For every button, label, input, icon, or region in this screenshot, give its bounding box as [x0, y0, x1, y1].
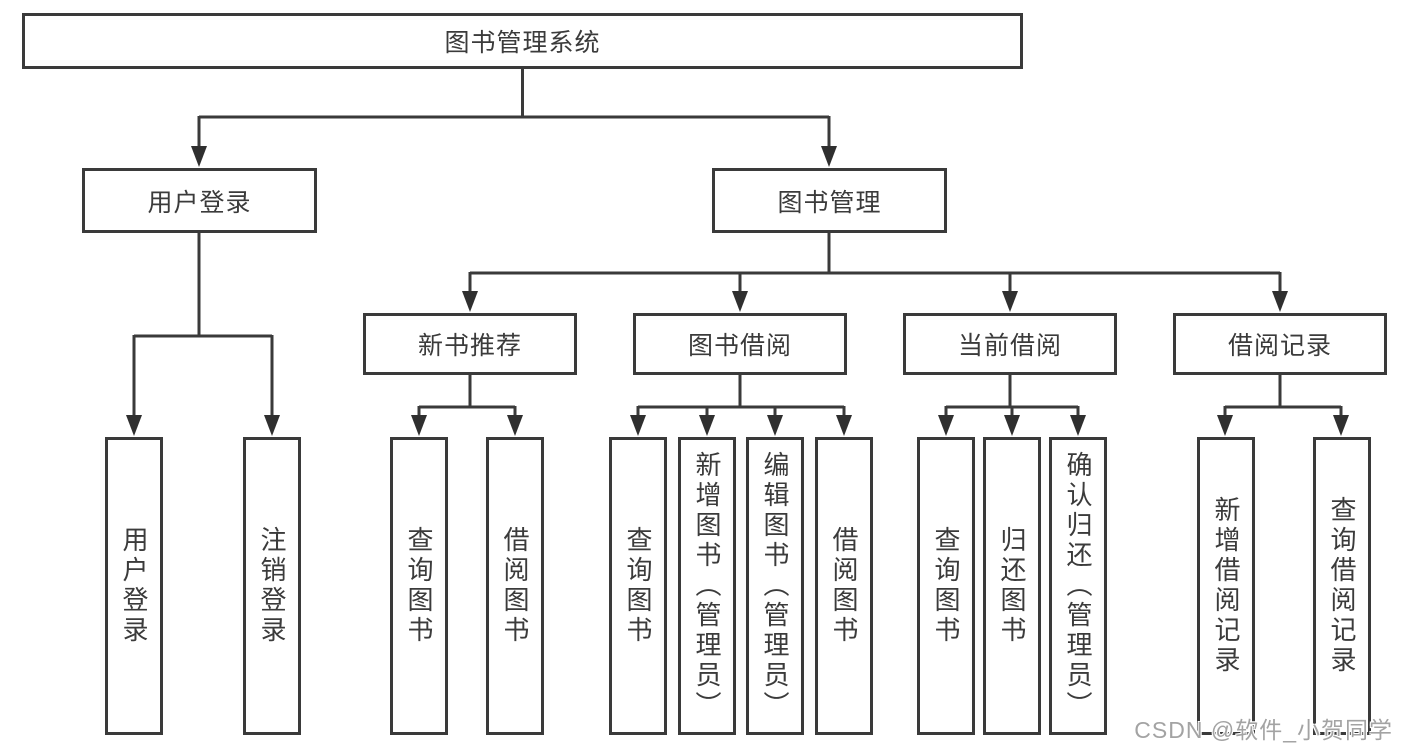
node-label: 查询图书 — [623, 526, 653, 646]
node-label: 当前借阅 — [957, 332, 1062, 360]
node-new-book-recommend: 新书推荐 — [363, 313, 577, 375]
leaf-borrow-books-recommend: 借阅图书 — [486, 437, 544, 735]
node-label: 编辑图书（管理员） — [760, 451, 790, 721]
node-label: 注销登录 — [257, 526, 287, 646]
node-label: 新增图书（管理员） — [692, 451, 722, 721]
node-label: 新增借阅记录 — [1211, 496, 1241, 676]
node-label: 用户登录 — [147, 188, 252, 217]
node-current-borrowing: 当前借阅 — [903, 313, 1117, 375]
leaf-search-borrow-record: 查询借阅记录 — [1313, 437, 1371, 735]
node-user-login: 用户登录 — [82, 168, 317, 233]
node-label: 查询图书 — [931, 526, 961, 646]
csdn-watermark: CSDN @软件_小贺同学 — [1134, 717, 1393, 743]
leaf-add-book-admin: 新增图书（管理员） — [678, 437, 736, 735]
leaf-search-books-current: 查询图书 — [917, 437, 975, 735]
leaf-search-books-borrowing: 查询图书 — [609, 437, 667, 735]
node-label: 用户登录 — [119, 526, 149, 646]
node-borrowing-records: 借阅记录 — [1173, 313, 1387, 375]
node-label: 图书管理系统 — [444, 29, 601, 57]
node-label: 查询图书 — [404, 526, 434, 646]
node-book-management: 图书管理 — [712, 168, 947, 233]
node-label: 图书借阅 — [687, 332, 792, 360]
node-label: 新书推荐 — [417, 332, 522, 360]
leaf-return-books: 归还图书 — [983, 437, 1041, 735]
leaf-confirm-return-admin: 确认归还（管理员） — [1049, 437, 1107, 735]
arrowhead-group — [126, 146, 1349, 436]
leaf-edit-book-admin: 编辑图书（管理员） — [746, 437, 804, 735]
leaf-add-borrow-record: 新增借阅记录 — [1197, 437, 1255, 735]
node-label: 归还图书 — [997, 526, 1027, 646]
node-label: 借阅图书 — [500, 526, 530, 646]
node-label: 确认归还（管理员） — [1063, 451, 1093, 721]
leaf-logout: 注销登录 — [243, 437, 301, 735]
node-label: 查询借阅记录 — [1327, 496, 1357, 676]
node-label: 借阅图书 — [829, 526, 859, 646]
node-label: 图书管理 — [777, 188, 882, 217]
node-library-management-system: 图书管理系统 — [22, 13, 1023, 69]
node-label: 借阅记录 — [1227, 332, 1332, 360]
leaf-search-books-recommend: 查询图书 — [390, 437, 448, 735]
leaf-borrow-books-borrowing: 借阅图书 — [815, 437, 873, 735]
node-book-borrowing: 图书借阅 — [633, 313, 847, 375]
leaf-user-login: 用户登录 — [105, 437, 163, 735]
